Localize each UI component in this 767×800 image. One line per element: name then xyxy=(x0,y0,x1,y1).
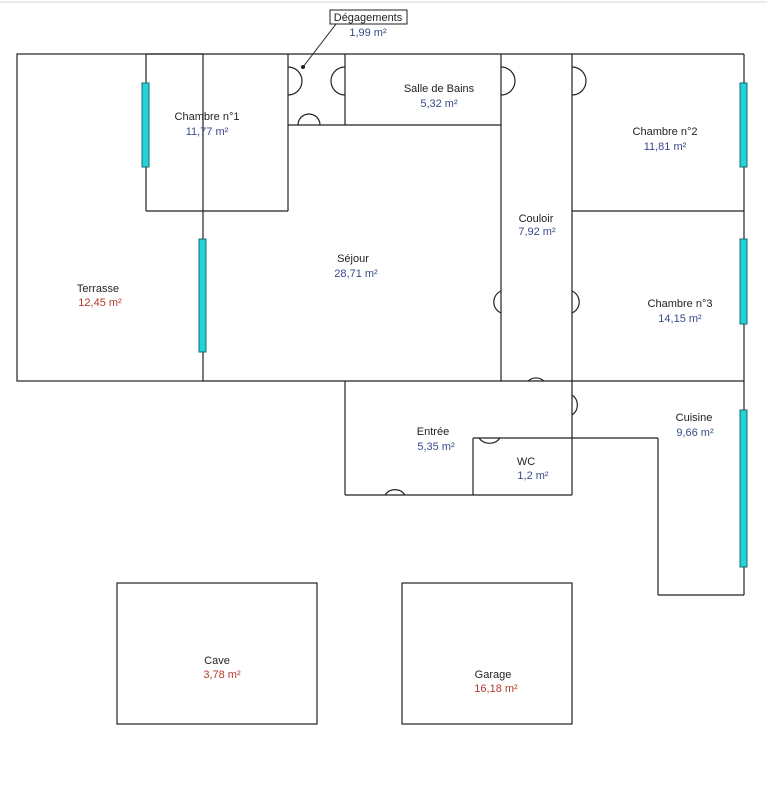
cuisine-name: Cuisine xyxy=(676,412,713,424)
chambre3-name: Chambre n°3 xyxy=(648,298,713,310)
salle-de-bains-name: Salle de Bains xyxy=(404,83,475,95)
cave-area: 3,78 m² xyxy=(203,669,241,681)
wall-terrasse xyxy=(16,53,204,382)
door-entree-exterior xyxy=(384,489,406,496)
window-chambre1 xyxy=(141,82,150,168)
door-salle-de-bains xyxy=(500,66,516,96)
degagements-leader-dot xyxy=(301,65,305,69)
cuisine-area: 9,66 m² xyxy=(676,427,714,439)
room-labels: Chambre n°1 11,77 m² Salle de Bains 5,32… xyxy=(77,83,714,695)
terrasse-area: 12,45 m² xyxy=(78,297,122,309)
couloir-area: 7,92 m² xyxy=(518,226,556,238)
window-chambre2 xyxy=(739,82,748,168)
window-chambre3 xyxy=(739,238,748,325)
degagements-leader xyxy=(302,23,337,68)
sejour-name: Séjour xyxy=(337,253,369,265)
garage-area: 16,18 m² xyxy=(474,683,518,695)
chambre1-area: 11,77 m² xyxy=(186,126,229,138)
degagements-callout: Dégagements 1,99 m² xyxy=(301,9,408,69)
terrasse-name: Terrasse xyxy=(77,283,119,295)
window-sejour-terrasse xyxy=(198,238,207,353)
doors xyxy=(287,66,587,496)
door-chambre2 xyxy=(571,66,587,96)
windows xyxy=(141,82,748,568)
walls xyxy=(16,53,745,725)
wall-garage xyxy=(401,582,573,725)
couloir-name: Couloir xyxy=(519,213,554,225)
chambre2-name: Chambre n°2 xyxy=(633,126,698,138)
degagements-area: 1,99 m² xyxy=(349,27,387,39)
cave-name: Cave xyxy=(204,655,230,667)
door-chambre3 xyxy=(571,290,580,314)
wall-cave xyxy=(116,582,318,725)
chambre1-name: Chambre n°1 xyxy=(175,111,240,123)
door-cuisine xyxy=(571,394,578,416)
degagements-label-box xyxy=(329,9,408,25)
door-couloir-entree xyxy=(527,377,545,382)
door-degagements-bottom xyxy=(297,113,321,126)
window-cuisine xyxy=(739,409,748,568)
door-wc xyxy=(478,437,501,444)
degagements-name: Dégagements xyxy=(334,12,403,24)
chambre2-area: 11,81 m² xyxy=(644,141,687,153)
entree-name: Entrée xyxy=(417,426,449,438)
wc-name: WC xyxy=(517,456,535,468)
door-degagements-left xyxy=(287,66,303,96)
chambre3-area: 14,15 m² xyxy=(658,313,702,325)
door-couloir-sejour xyxy=(493,290,502,314)
salle-de-bains-area: 5,32 m² xyxy=(420,98,458,110)
entree-area: 5,35 m² xyxy=(417,441,455,453)
door-degagements-right xyxy=(330,66,346,96)
wc-area: 1,2 m² xyxy=(517,470,549,482)
sejour-area: 28,71 m² xyxy=(334,268,378,280)
garage-name: Garage xyxy=(475,669,512,681)
